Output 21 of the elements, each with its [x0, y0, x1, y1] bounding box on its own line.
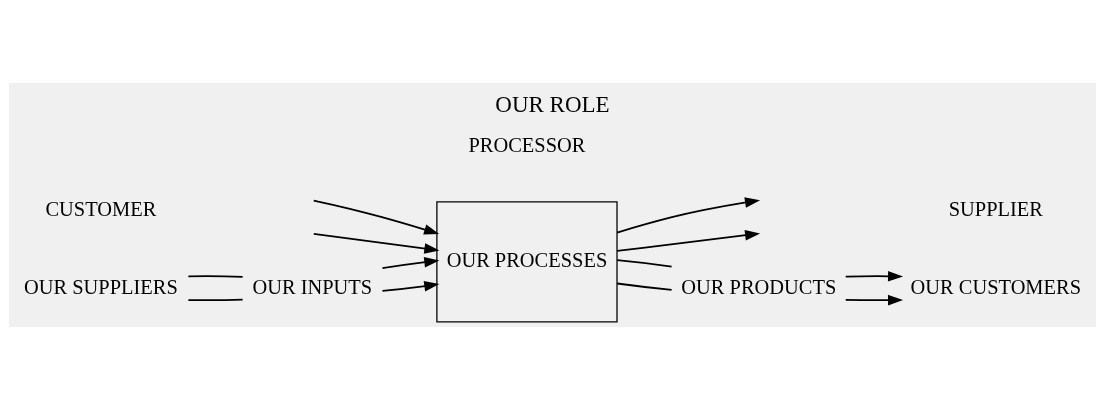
- arrow: [381, 256, 440, 269]
- arrow: [616, 229, 761, 252]
- label: CUSTOMER: [45, 197, 157, 220]
- node-text: OUR INPUTS: [252, 275, 373, 298]
- diagram-title: OUR ROLE: [495, 91, 610, 117]
- label: PROCESSOR: [468, 133, 586, 156]
- connector: [187, 298, 244, 301]
- arrow: [844, 270, 904, 282]
- arrow: [312, 199, 440, 235]
- connector: [187, 274, 244, 278]
- arrow: [616, 196, 761, 233]
- node-text: OUR CUSTOMERS: [910, 275, 1081, 298]
- node-text: OUR SUPPLIERS: [24, 275, 178, 298]
- arrow: [312, 232, 440, 254]
- arrow: [844, 294, 904, 305]
- label: SUPPLIER: [948, 197, 1043, 220]
- node-text: OUR PRODUCTS: [681, 275, 837, 298]
- node-box: OUR PROCESSES: [436, 200, 618, 323]
- connector: [616, 282, 673, 291]
- connector: [616, 258, 673, 267]
- arrow: [381, 280, 440, 292]
